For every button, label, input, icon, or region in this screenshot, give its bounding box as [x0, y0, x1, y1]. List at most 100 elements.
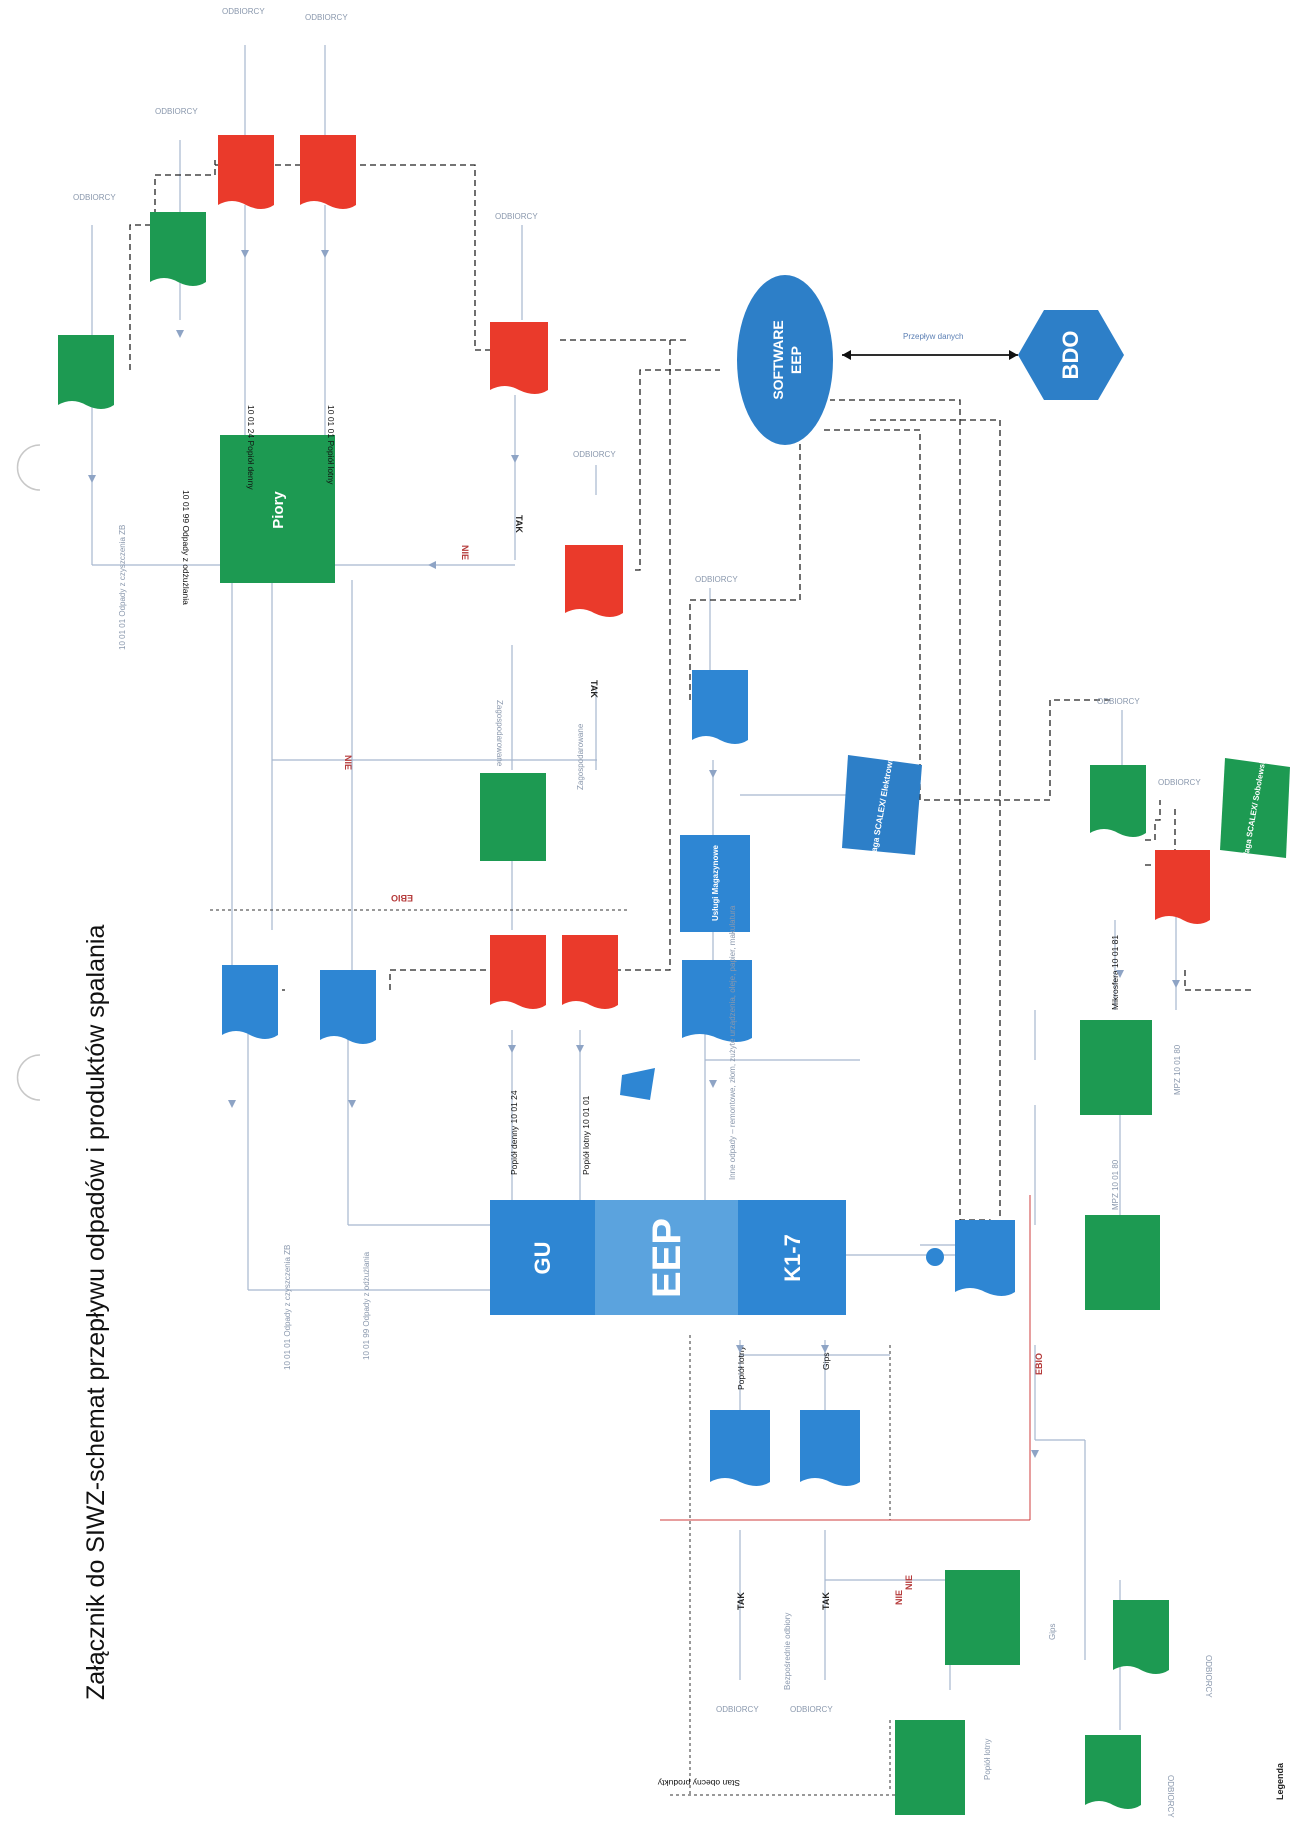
odpady-czyszczenia-bot: 10 01 01 Odpady z czyszczenia ZB: [283, 1245, 292, 1370]
nie-4: NIE: [904, 1575, 914, 1590]
red-block-3: [490, 322, 548, 394]
green-block-5: [1085, 1735, 1141, 1809]
gips-2: Gips: [1048, 1624, 1057, 1640]
mikrosfera: Mikrosfera 10 01 81: [1110, 935, 1120, 1010]
odbiorcy-3: ODBIORCY: [155, 107, 198, 116]
odpady-odzuzlania-bot: 10 01 99 Odpady z odżużlania: [362, 1251, 371, 1360]
odbiorcy-1: ODBIORCY: [222, 7, 265, 16]
bdo-label: BDO: [1058, 331, 1083, 380]
red-block-2: [300, 135, 356, 209]
nie-3: NIE: [894, 1590, 904, 1605]
popiol-lotny-top: 10 01 01 Popiół lotny: [326, 405, 336, 485]
flow-lines: [91, 45, 1177, 1730]
data-flow-label: Przepływ danych: [903, 332, 963, 341]
odbiorcy-5: ODBIORCY: [495, 212, 538, 221]
popiol-lotny-mid: Popiół lotny 10 01 01: [581, 1095, 591, 1175]
gu-label: GU: [530, 1242, 555, 1275]
red-block-6: [562, 935, 618, 1009]
data-flow-arrow: [842, 350, 1018, 360]
odpady-czyszczenia-top: 10 01 01 Odpady z czyszczenia ZB: [118, 525, 127, 650]
tak-4: TAK: [821, 1592, 831, 1610]
red-block-4: [565, 545, 623, 617]
green-rect-4: [945, 1570, 1020, 1665]
page-title: Załącznik do SIWZ-schemat przepływu odpa…: [82, 925, 110, 1700]
section-dividers: [210, 909, 900, 1796]
odbiorcy-7: ODBIORCY: [695, 575, 738, 584]
odbiorcy-10: ODBIORCY: [716, 1705, 759, 1714]
popiol-denny-top: 10 01 24 Popiół denny: [246, 405, 256, 490]
waga-sobolewska: Waga SCALEX/ Sobolewska: [1220, 754, 1290, 861]
uslugi-magazynowe: Usługi Magazynowe: [680, 835, 750, 932]
green-rect-3: [1085, 1215, 1160, 1310]
junction-dot: [926, 1248, 944, 1266]
software-label-2: EEP: [788, 346, 804, 374]
software-label-1: SOFTWARE: [770, 320, 786, 399]
odbiorcy-2: ODBIORCY: [305, 13, 348, 22]
blue-block-3: [692, 670, 748, 744]
binder-hole-1: [16, 444, 41, 491]
blue-block-6: [710, 1410, 770, 1486]
blue-block-1: [222, 965, 278, 1039]
green-block-4: [1113, 1600, 1169, 1674]
odbiorcy-12: ODBIORCY: [1204, 1655, 1213, 1698]
green-rect-5: [895, 1720, 965, 1815]
red-block-7: [1155, 850, 1210, 924]
stan-obecny: Stan obecny produkty: [657, 1778, 740, 1788]
container-blocks: [58, 135, 1210, 1815]
eep-label: EEP: [645, 1218, 689, 1298]
flow-labels: 10 01 24 Popiół denny 10 01 01 Popiół lo…: [118, 405, 1285, 1800]
inne-odpady: Inne odpady – remontowe, złom, zużyte ur…: [728, 905, 737, 1180]
odbiorcy-4: ODBIORCY: [73, 193, 116, 202]
odbiorcy-11: ODBIORCY: [790, 1705, 833, 1714]
waga-elektrownia: Waga SCALEX/ Elektrownia: [842, 748, 922, 860]
eep-block: [595, 1200, 738, 1315]
gips-1: Gips: [821, 1353, 831, 1370]
small-flag-icon: [620, 1068, 655, 1100]
eep-main-block: GU EEP K1-7: [490, 1200, 846, 1315]
ebio-1: EBIO: [391, 893, 413, 903]
odbiorcy-labels: ODBIORCY ODBIORCY ODBIORCY ODBIORCY ODBI…: [73, 7, 1213, 1818]
zagospodarowane-1: Zagospodarowane: [495, 700, 504, 767]
tak-1: TAK: [514, 515, 524, 533]
piory-block: Piory: [220, 435, 335, 583]
tak-2: TAK: [589, 680, 599, 698]
popiol-denny-mid: Popiół denny 10 01 24: [509, 1090, 519, 1175]
green-block-1: [58, 335, 114, 409]
binder-hole-2: [16, 1054, 41, 1101]
k17-block: [738, 1200, 846, 1315]
green-rect-1: [480, 773, 546, 861]
popiol-lotny-green: Popiół lotny: [983, 1739, 992, 1780]
blue-block-5: [955, 1220, 1015, 1296]
odbiorcy-9: ODBIORCY: [1158, 778, 1201, 787]
mpz-2: MPZ 10 01 80: [1173, 1044, 1182, 1095]
bezposrednie: Bezpośrednie odbiory: [783, 1613, 792, 1690]
red-block-5: [490, 935, 546, 1009]
blue-block-7: [800, 1410, 860, 1486]
legenda: Legenda: [1275, 1762, 1285, 1800]
piory-label: Piory: [270, 491, 287, 529]
uslugi-label: Usługi Magazynowe: [711, 844, 720, 921]
odbiorcy-8: ODBIORCY: [1097, 697, 1140, 706]
green-block-3: [1090, 765, 1146, 837]
tak-3: TAK: [736, 1592, 746, 1610]
green-block-2: [150, 212, 206, 286]
zagospodarowane-2: Zagospodarowane: [576, 723, 585, 790]
k17-label: K1-7: [780, 1234, 805, 1282]
ebio-2: EBIO: [1034, 1353, 1044, 1375]
blue-block-2: [320, 970, 376, 1044]
odbiorcy-6: ODBIORCY: [573, 450, 616, 459]
odbiorcy-13: ODBIORCY: [1166, 1775, 1175, 1818]
flow-markers: [88, 250, 1180, 1458]
software-eep: SOFTWARE EEP: [737, 275, 833, 445]
popiol-lotny-bot: Popiół lotny: [736, 1345, 746, 1390]
ebio-divider: [660, 1195, 1031, 1521]
nie-2: NIE: [343, 755, 353, 770]
mpz-1: MPZ 10 01 80: [1111, 1159, 1120, 1210]
red-block-1: [218, 135, 274, 209]
odpady-odzuzlania-top: 10 01 99 Odpady z odżużlania: [181, 490, 191, 605]
gu-block: [490, 1200, 595, 1315]
blue-block-4: [682, 960, 752, 1042]
bdo-hexagon: BDO: [1018, 310, 1124, 400]
green-rect-2: [1080, 1020, 1152, 1115]
